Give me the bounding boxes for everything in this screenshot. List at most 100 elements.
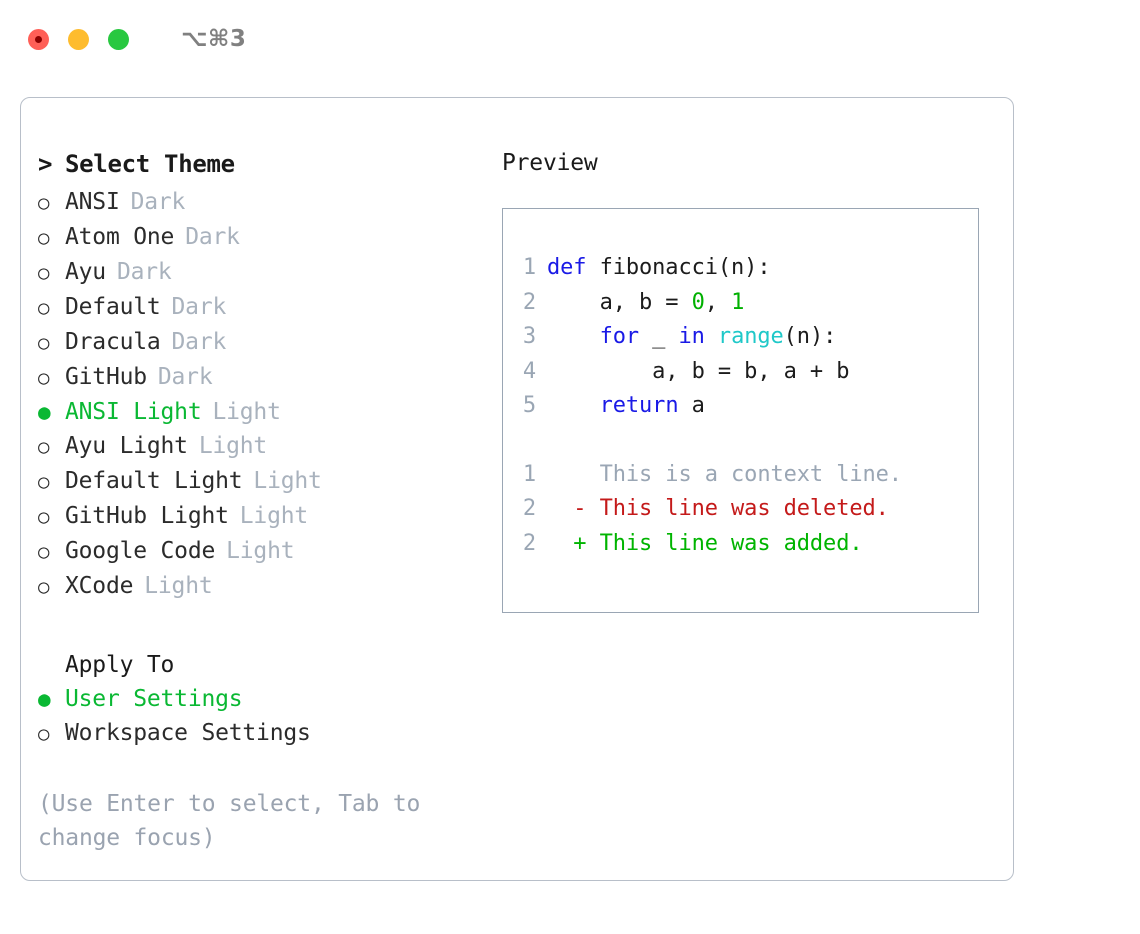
theme-option-variant: Dark: [171, 294, 227, 320]
theme-option-label: Ayu Light: [65, 433, 188, 459]
theme-option-label: ANSI Light: [65, 399, 202, 425]
diff-line-number: 1: [522, 461, 536, 487]
code-token-kw: for: [599, 324, 640, 349]
theme-option-label: Ayu: [65, 259, 106, 285]
code-line-number: 5: [522, 393, 536, 418]
code-token-num: 0: [691, 289, 705, 315]
radio-unselected-icon: ○: [38, 297, 50, 319]
code-token-kw: return: [599, 393, 679, 418]
code-line: 3 for _ in range(n):: [503, 320, 978, 355]
theme-option-ayu-light[interactable]: ○ Ayu Light Light: [38, 429, 488, 464]
maximize-window-icon[interactable]: [108, 28, 129, 50]
diff-line-text: + This line was added.: [547, 530, 863, 556]
radio-selected-icon: ●: [38, 400, 51, 424]
code-token-plain: [547, 393, 600, 418]
code-line: 2 a, b = 0, 1: [503, 286, 978, 321]
radio-unselected-icon: ○: [38, 192, 50, 214]
code-line-text: for _ in range(n):: [547, 320, 837, 355]
theme-option-label: GitHub: [65, 364, 147, 390]
code-line-number: 1: [522, 255, 536, 280]
radio-unselected-icon: ○: [38, 576, 50, 598]
minimize-window-icon[interactable]: [68, 28, 89, 50]
radio-unselected-icon: ○: [38, 367, 50, 389]
radio-unselected-icon: ○: [38, 436, 50, 458]
preview-spacer: [503, 424, 978, 458]
close-window-icon[interactable]: [28, 28, 49, 50]
theme-option-variant: Dark: [130, 189, 186, 215]
radio-unselected-icon: ○: [38, 506, 50, 528]
theme-option-variant: Light: [253, 468, 322, 494]
code-line-number: 2: [522, 289, 536, 315]
theme-option-variant: Light: [212, 399, 281, 425]
radio-unselected-icon: ○: [38, 541, 50, 563]
code-token-kw: def: [547, 255, 587, 280]
theme-option-ansi-light[interactable]: ● ANSI Light Light: [38, 395, 488, 429]
window-titlebar: ⌥⌘3: [0, 0, 1140, 78]
code-line-text: a, b = b, a + b: [547, 355, 849, 390]
theme-option-label: Default Light: [65, 468, 243, 494]
keyboard-shortcut-label: ⌥⌘3: [181, 26, 247, 52]
code-token-plain: fibonacci(n):: [586, 255, 771, 280]
code-line-number: 4: [522, 358, 536, 384]
theme-option-label: XCode: [65, 573, 134, 599]
theme-option-github[interactable]: ○ GitHub Dark: [38, 360, 488, 395]
radio-unselected-icon: ○: [38, 262, 50, 284]
code-token-num: 1: [731, 289, 745, 315]
radio-unselected-icon: ○: [38, 471, 50, 493]
apply-to-option-list: ● User Settings ○ Workspace Settings: [38, 682, 488, 751]
code-line: 5 return a: [503, 389, 978, 424]
theme-option-variant: Dark: [185, 224, 240, 250]
radio-unselected-icon: ○: [38, 227, 50, 249]
code-line: 1 def fibonacci(n):: [503, 251, 978, 286]
theme-option-variant: Light: [239, 503, 309, 529]
apply-to-option-workspace-settings[interactable]: ○ Workspace Settings: [38, 716, 488, 751]
diff-line-del: 2 - This line was deleted.: [503, 492, 978, 527]
code-token-plain: [547, 324, 600, 349]
preview-heading: Preview: [502, 150, 598, 176]
focus-caret-icon: >: [38, 150, 53, 178]
theme-option-variant: Dark: [157, 364, 213, 390]
radio-selected-icon: ●: [38, 687, 51, 711]
diff-sample: 1 This is a context line.2 - This line w…: [503, 458, 978, 562]
traffic-lights: [28, 28, 129, 50]
code-line-text: return a: [547, 389, 705, 424]
theme-option-label: Dracula: [65, 329, 161, 355]
diff-line-text: - This line was deleted.: [547, 496, 889, 521]
theme-option-github-light[interactable]: ○ GitHub Light Light: [38, 499, 488, 534]
radio-unselected-icon: ○: [38, 723, 50, 745]
select-theme-heading-label: Select Theme: [65, 150, 235, 178]
code-token-plain: [705, 324, 718, 349]
diff-line-add: 2 + This line was added.: [503, 527, 978, 562]
theme-option-variant: Light: [198, 433, 268, 459]
code-line: 4 a, b = b, a + b: [503, 355, 978, 390]
apply-to-option-user-settings[interactable]: ● User Settings: [38, 682, 488, 716]
apply-to-option-label: User Settings: [65, 686, 243, 712]
code-token-plain: (n):: [783, 324, 837, 349]
theme-option-label: GitHub Light: [65, 503, 229, 529]
code-token-plain: _: [639, 324, 679, 349]
code-token-kw: in: [678, 324, 705, 349]
code-line-number: 3: [522, 324, 536, 349]
select-theme-heading: > Select Theme: [38, 150, 488, 178]
theme-option-xcode[interactable]: ○ XCode Light: [38, 569, 488, 604]
theme-option-default-light[interactable]: ○ Default Light Light: [38, 464, 488, 499]
code-line-text: a, b = 0, 1: [547, 286, 745, 321]
diff-line-number: 2: [522, 496, 536, 521]
apply-to-option-label: Workspace Settings: [65, 720, 311, 746]
diff-line-number: 2: [522, 530, 536, 556]
theme-option-variant: Light: [144, 573, 213, 599]
